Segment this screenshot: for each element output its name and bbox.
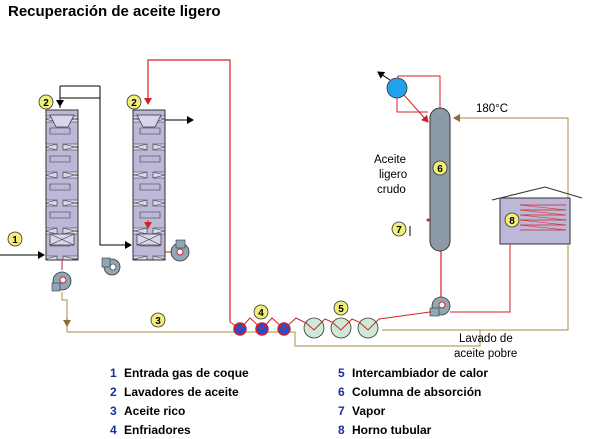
svg-text:3: 3 [110,404,117,418]
svg-text:4: 4 [110,423,117,437]
lean-oil-return-line [382,244,569,331]
svg-text:Columna de absorción: Columna de absorción [352,385,481,399]
cooler-zigzag-line [229,317,313,330]
svg-text:5: 5 [338,366,345,380]
oil-scrubber-2 [132,109,166,261]
svg-text:1: 1 [12,235,18,246]
lean-oil-label-line2: aceite pobre [454,348,517,360]
product-label-line1: Aceite [374,154,406,166]
heat-exchanger-icon [330,317,352,339]
lean-oil-label-line1: Lavado de [459,333,513,345]
marker-8: 8 [504,212,520,228]
heat-exchanger-icon [303,317,325,339]
product-label-line3: crudo [377,184,406,196]
product-label-line2: ligero [379,169,407,181]
legend-item: 7 Vapor [338,404,386,418]
svg-text:1: 1 [110,366,117,380]
exchanger-zigzag-line [304,311,431,331]
diagram-title: Recuperación de aceite ligero [8,3,221,20]
svg-text:Intercambiador de calor: Intercambiador de calor [352,366,488,380]
column-vapor-inlet-icon [426,218,430,222]
marker-4: 4 [253,304,269,320]
svg-text:2: 2 [43,98,49,109]
marker-6: 6 [432,160,448,176]
svg-text:7: 7 [396,225,402,236]
svg-text:Horno tubular: Horno tubular [352,423,432,437]
svg-text:Vapor: Vapor [352,404,386,418]
column-overhead-line [397,75,441,108]
svg-text:3: 3 [155,316,161,327]
lean-oil-feed-line [144,59,231,322]
tubular-furnace [491,186,583,245]
legend-item: 6 Columna de absorción [338,385,481,399]
legend: 1 Entrada gas de coque 2 Lavadores de ac… [110,366,488,437]
svg-text:2: 2 [110,385,117,399]
marker-5: 5 [333,300,349,316]
oil-scrubber-1 [45,109,79,261]
scrubber2-pump-icon [170,239,190,262]
product-outlet-line [396,98,428,113]
svg-text:Entrada gas de coque: Entrada gas de coque [124,366,249,380]
recirculation-pump-icon [101,257,121,276]
svg-text:7: 7 [338,404,345,418]
absorption-column [429,107,451,252]
svg-text:6: 6 [338,385,345,399]
heat-exchanger-icon [357,317,379,339]
svg-text:6: 6 [437,164,443,175]
legend-item: 1 Entrada gas de coque [110,366,249,380]
legend-item: 5 Intercambiador de calor [338,366,488,380]
legend-item: 2 Lavadores de aceite [110,385,239,399]
marker-3: 3 [150,312,166,328]
legend-item: 8 Horno tubular [338,423,432,437]
marker-1: 1 [7,231,23,247]
svg-text:Enfriadores: Enfriadores [124,423,191,437]
marker-7: 7 [391,221,407,237]
column-to-furnace-line [450,244,511,313]
temperature-label: 180°C [476,103,508,115]
svg-text:8: 8 [509,216,515,227]
svg-text:2: 2 [131,98,137,109]
svg-text:8: 8 [338,423,345,437]
svg-text:Lavadores de aceite: Lavadores de aceite [124,385,239,399]
marker-2b: 2 [126,94,142,110]
svg-text:5: 5 [338,304,344,315]
heat-exchangers-group [303,317,379,339]
legend-item: 3 Aceite rico [110,404,185,418]
hot-lean-oil-line [453,114,569,200]
svg-text:4: 4 [258,308,264,319]
legend-item: 4 Enfriadores [110,423,191,437]
svg-text:Aceite rico: Aceite rico [124,404,185,418]
condenser-reflux-line [403,94,429,123]
column-pump-icon [429,296,451,317]
marker-2a: 2 [38,94,54,110]
scrubber1-pump-icon [51,271,72,292]
rich-oil-line [67,330,481,347]
condenser-gas-outlet [377,71,391,81]
